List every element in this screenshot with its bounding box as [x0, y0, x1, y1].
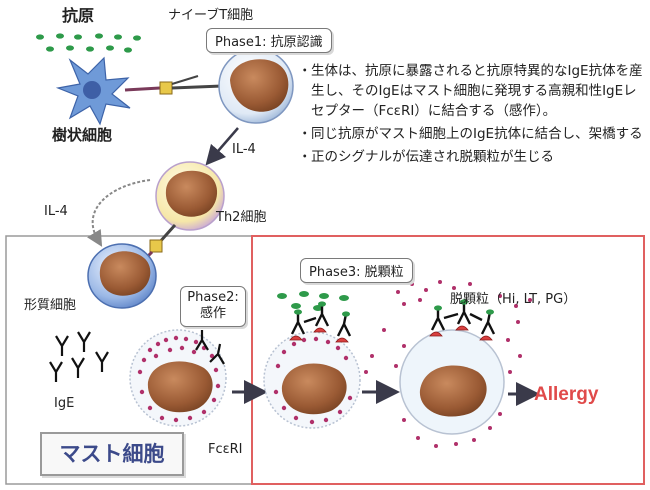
mast-cell-crosslinked: [263, 301, 361, 429]
arrow-il4-curve: [87, 179, 151, 247]
phase2-box: Phase2: 感作: [180, 286, 246, 327]
naive-t-cell: [218, 48, 294, 124]
il4-label-left: IL-4: [44, 204, 68, 219]
antigen-dots: [36, 33, 141, 53]
mast-cell-degranulating: [399, 299, 505, 435]
bullet-text: 正のシグナルが伝達され脱顆粒が生じる: [311, 148, 554, 165]
bullet-text: 生体は、抗原に暴露されると抗原特異的なIgE抗体を産生し、そのIgEはマスト細胞…: [311, 63, 643, 119]
plasma-cell: [87, 243, 157, 309]
dendritic-cell-label: 樹状細胞: [52, 126, 113, 144]
mhc-tcr-connector: [124, 75, 223, 95]
il4-label-top: IL-4: [232, 142, 256, 157]
th2-cell: [155, 161, 225, 231]
antigen-label: 抗原: [62, 6, 95, 25]
bullet-text: 同じ抗原がマスト細胞上のIgE抗体に結合し、架橋する: [311, 125, 643, 142]
phase1-box: Phase1: 抗原認識: [206, 28, 332, 53]
th2-cell-label: Th2細胞: [216, 210, 267, 225]
dendritic-cell: [55, 56, 131, 126]
fceri-label: FcεRI: [208, 442, 243, 457]
ige-antibodies: [49, 331, 109, 382]
naive-t-cell-label: ナイーブT細胞: [168, 8, 254, 23]
mast-cell-title: マスト細胞: [40, 432, 184, 476]
bullet-item: ・ 生体は、抗原に暴露されると抗原特異的なIgE抗体を産生し、そのIgEはマスト…: [298, 62, 648, 122]
ige-label: IgE: [54, 396, 75, 411]
allergy-label: Allergy: [534, 384, 599, 405]
antigen-dots-phase3: [277, 291, 349, 311]
bullet-mark: ・: [298, 148, 312, 165]
bullet-item: ・ 同じ抗原がマスト細胞上のIgE抗体に結合し、架橋する: [298, 125, 648, 145]
bullet-mark: ・: [298, 63, 312, 79]
bullet-item: ・ 正のシグナルが伝達され脱顆粒が生じる: [298, 148, 648, 168]
mast-cell-phase2: [129, 329, 227, 427]
released-granules: [364, 280, 532, 448]
bullet-mark: ・: [298, 125, 312, 142]
arrow-naive-to-th2: [205, 127, 239, 166]
phase3-frame: [251, 235, 645, 485]
explanation-bullets: ・ 生体は、抗原に暴露されると抗原特異的なIgE抗体を産生し、そのIgEはマスト…: [298, 62, 648, 171]
phase3-box: Phase3: 脱顆粒: [300, 258, 413, 283]
degranulation-label: 脱顆粒（Hi, LT, PG）: [450, 292, 577, 307]
plasma-cell-label: 形質細胞: [24, 298, 77, 313]
